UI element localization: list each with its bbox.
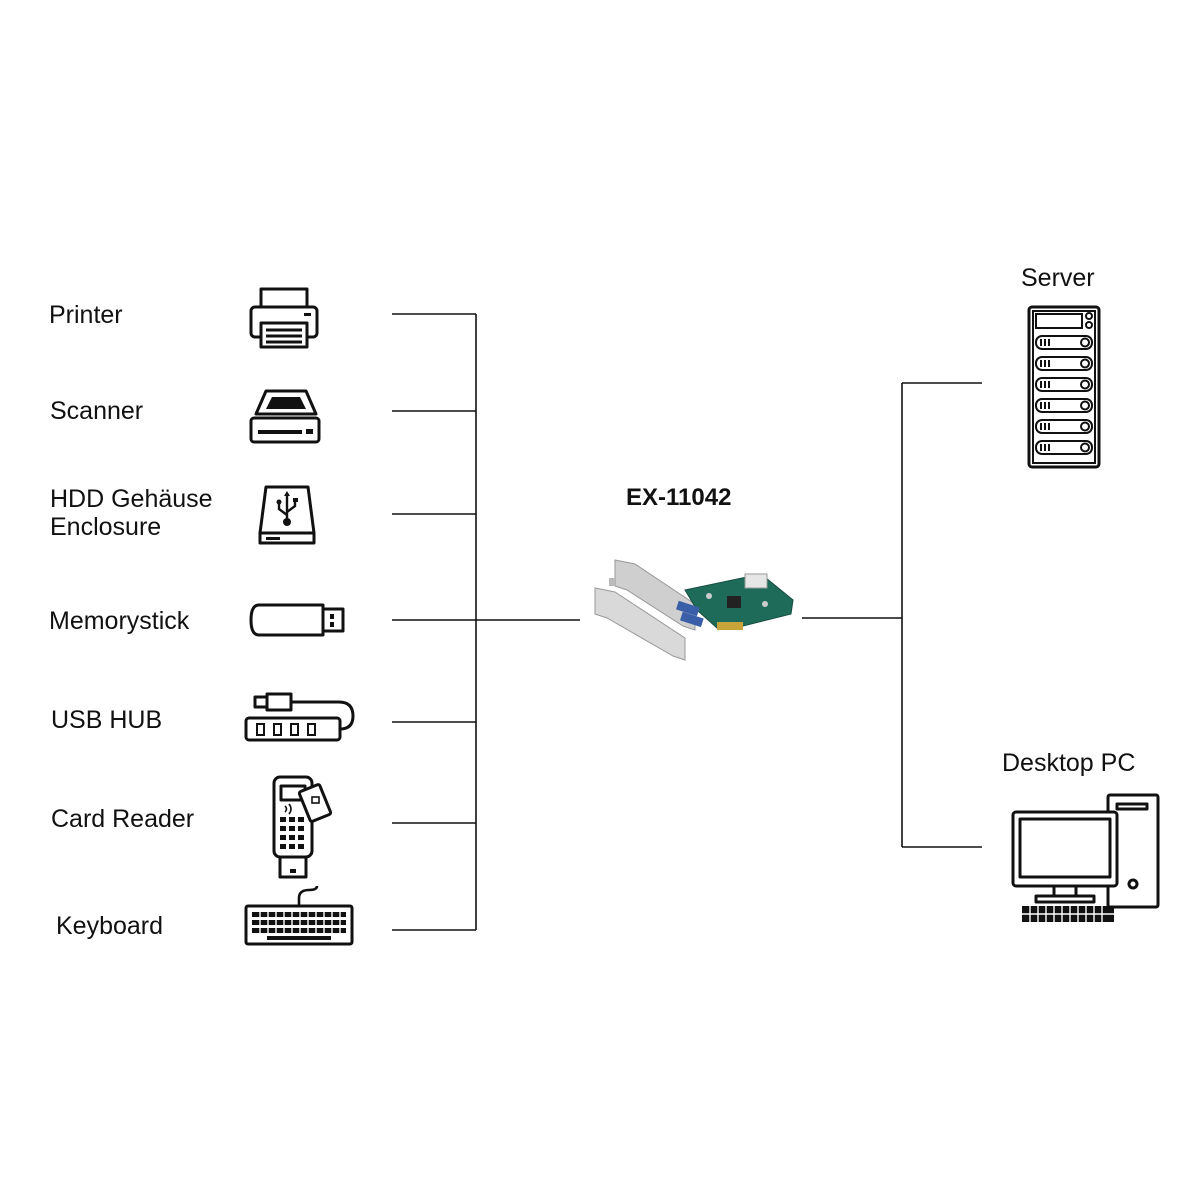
hdd-enclosure-label: HDD Gehäuse bbox=[50, 485, 213, 513]
usb-hub-icon bbox=[244, 692, 355, 742]
keyboard-icon bbox=[244, 886, 354, 946]
desktop-pc-label: Desktop PC bbox=[1002, 749, 1136, 777]
printer-icon bbox=[249, 287, 319, 349]
scanner-label: Scanner bbox=[50, 397, 144, 425]
printer-label: Printer bbox=[49, 301, 123, 329]
hdd-enclosure-icon bbox=[258, 485, 316, 545]
server-icon bbox=[1027, 305, 1101, 469]
pcie-usb-card-icon bbox=[594, 559, 794, 661]
memorystick-label: Memorystick bbox=[49, 607, 190, 635]
card-reader-icon bbox=[272, 775, 333, 879]
usb-hub-label: USB HUB bbox=[51, 706, 163, 734]
usb-stick-icon bbox=[249, 603, 345, 637]
card-reader-label: Card Reader bbox=[51, 805, 195, 833]
desktop-pc-icon bbox=[1011, 793, 1160, 922]
keyboard-label: Keyboard bbox=[56, 912, 164, 940]
scanner-icon bbox=[249, 389, 321, 444]
hdd-enclosure-label-line2: Enclosure bbox=[50, 513, 162, 541]
server-label: Server bbox=[1021, 264, 1095, 292]
card-model-label: EX-11042 bbox=[626, 484, 732, 511]
